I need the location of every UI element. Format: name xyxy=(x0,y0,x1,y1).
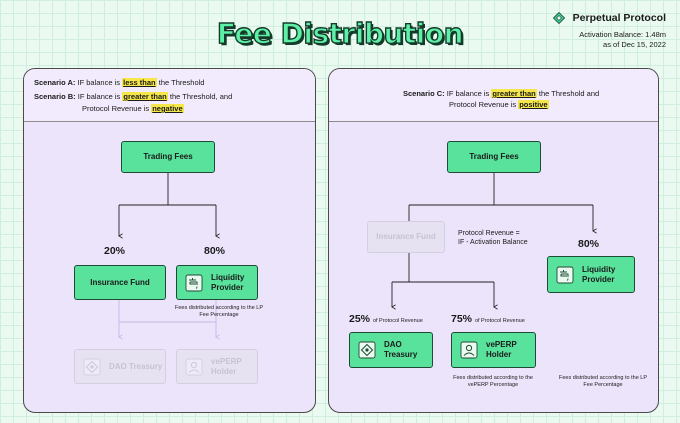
perp-logo-icon xyxy=(553,11,566,24)
liquidity-provider-node: Liquidity Provider xyxy=(176,265,258,300)
brand-block: Perpetual Protocol Activation Balance: 1… xyxy=(553,9,666,50)
dao-treasury-node-faded: DAO Treasury xyxy=(74,349,166,384)
insurance-fund-node: Insurance Fund xyxy=(74,265,166,300)
scenario-b-line2: Protocol Revenue is negative xyxy=(82,104,184,113)
left-panel: Scenario A: IF balance is less than the … xyxy=(23,68,316,413)
liquidity-provider-node: Liquidity Provider xyxy=(547,256,635,293)
left-connectors xyxy=(118,173,220,340)
trading-fees-node: Trading Fees xyxy=(447,141,541,173)
user-icon xyxy=(185,358,203,375)
insurance-percent: 20% xyxy=(104,245,126,257)
dao-treasury-node: DAO Treasury xyxy=(349,332,433,368)
dao-treasury-icon xyxy=(83,358,101,375)
scenario-c-line2: Protocol Revenue is positive xyxy=(449,100,549,109)
as-of-date: as of Dec 15, 2022 xyxy=(603,40,666,49)
veperp-holder-node: vePERP Holder xyxy=(451,332,536,368)
right-panel: Scenario C: IF balance is greater than t… xyxy=(328,68,659,413)
user-icon xyxy=(460,341,478,359)
lp-distribution-note: Fees distributed according to the LP Fee… xyxy=(558,375,648,388)
brand-name: Perpetual Protocol xyxy=(572,11,666,24)
insurance-fund-node-faded: Insurance Fund xyxy=(367,221,445,253)
scenario-c: Scenario C: IF balance is greater than t… xyxy=(403,89,600,98)
veperp-distribution-note: Fees distributed according to the vePERP… xyxy=(453,375,533,388)
page-title: Fee Distribution xyxy=(216,16,464,50)
lp-percent: 80% xyxy=(578,238,600,250)
scenario-b: Scenario B: IF balance is greater than t… xyxy=(34,92,233,101)
trading-fees-node: Trading Fees xyxy=(121,141,215,173)
activation-balance: Activation Balance: 1.48m xyxy=(579,30,666,39)
veperp-holder-node-faded: vePERP Holder xyxy=(176,349,258,384)
lp-percent: 80% xyxy=(204,245,226,257)
faucet-icon xyxy=(556,266,574,283)
faucet-icon xyxy=(185,274,203,291)
scenario-a: Scenario A: IF balance is less than the … xyxy=(34,78,205,87)
dao-percent: 25% of Protocol Revenue xyxy=(349,313,423,325)
veperp-percent: 75% of Protocol Revenue xyxy=(451,313,525,325)
dao-treasury-icon xyxy=(358,341,376,359)
protocol-revenue-formula: Protocol Revenue = IF - Activation Balan… xyxy=(458,230,528,246)
lp-distribution-note: Fees distributed according to the LP Fee… xyxy=(174,305,264,318)
left-panel-header xyxy=(24,69,315,122)
